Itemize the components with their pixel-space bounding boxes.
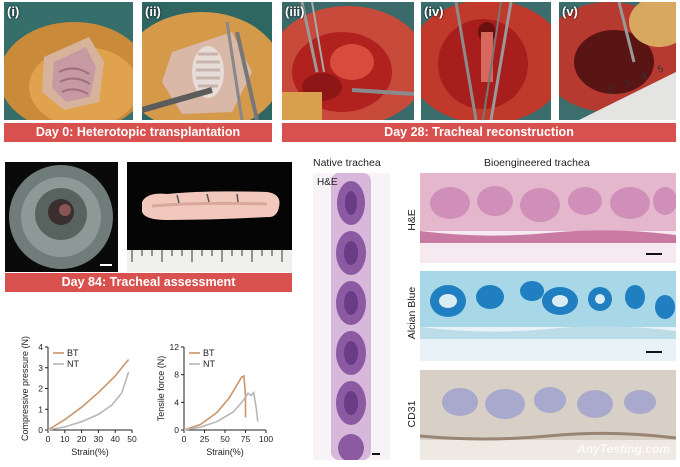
- photo-panel-iii: (iii): [282, 2, 414, 120]
- y-tick-label: 0: [174, 425, 179, 435]
- native-trachea-histology: H&E: [313, 173, 390, 460]
- x-tick-label: 0: [46, 434, 51, 444]
- bioengineered-trachea-title: Bioengineered trachea: [484, 157, 590, 169]
- surgery-image-iii: [282, 2, 414, 120]
- x-axis-label: Strain(%): [206, 447, 244, 457]
- watermark: AnyTesting.com: [577, 442, 670, 456]
- photo-panel-ii: (ii): [142, 2, 272, 120]
- endoscopy-view: [5, 162, 118, 272]
- banner-day84: Day 84: Tracheal assessment: [5, 273, 292, 292]
- bio-cd31-slide: [420, 370, 676, 460]
- panel-label-v: (v): [562, 4, 578, 19]
- y-tick-label: 4: [38, 342, 43, 352]
- y-axis-label: Tensile force (N): [156, 356, 166, 422]
- series-line-bt: [183, 374, 247, 431]
- specimen-photo: [127, 162, 292, 272]
- y-tick-label: 8: [174, 370, 179, 380]
- banner-day28: Day 28: Tracheal reconstruction: [282, 123, 676, 142]
- bio-alcian-slide: [420, 271, 676, 361]
- legend-label-bt: BT: [203, 348, 215, 358]
- native-trachea-slide: [313, 173, 390, 460]
- x-tick-label: 30: [94, 434, 104, 444]
- series-line-bt: [47, 358, 130, 431]
- stain-label-he: H&E: [406, 209, 418, 231]
- stain-label-cd31: CD31: [406, 400, 418, 428]
- stain-label-alcian-blue: Alcian Blue: [406, 286, 418, 340]
- bio-he-slide: [420, 173, 676, 263]
- x-tick-label: 25: [200, 434, 210, 444]
- x-tick-label: 40: [110, 434, 120, 444]
- panel-label-ii: (ii): [145, 4, 161, 19]
- native-trachea-title: Native trachea: [313, 157, 381, 169]
- ruler-number: 4: [639, 70, 649, 83]
- panel-label-iv: (iv): [424, 4, 444, 19]
- y-tick-label: 4: [174, 397, 179, 407]
- surgery-image-iv: [421, 2, 551, 120]
- y-tick-label: 12: [170, 342, 180, 352]
- legend-label-nt: NT: [203, 359, 215, 369]
- legend-label-nt: NT: [67, 359, 79, 369]
- surgery-image-ii: [142, 2, 272, 120]
- bio-he-histology: [420, 173, 676, 263]
- panel-label-i: (i): [7, 4, 20, 19]
- ruler-number: 3: [622, 77, 633, 90]
- bio-cd31-histology: AnyTesting.com: [420, 370, 676, 460]
- x-tick-label: 100: [259, 434, 273, 444]
- y-tick-label: 2: [38, 384, 43, 394]
- y-tick-label: 3: [38, 363, 43, 373]
- ruler-number: 2: [606, 84, 616, 97]
- panel-label-iii: (iii): [285, 4, 305, 19]
- native-stain-label: H&E: [317, 177, 338, 188]
- series-line-nt: [47, 371, 130, 431]
- bio-alcian-blue-histology: [420, 271, 676, 361]
- banner-day0: Day 0: Heterotopic transplantation: [4, 123, 272, 142]
- surgery-image-i: [4, 2, 133, 120]
- x-tick-label: 20: [77, 434, 87, 444]
- photo-panel-i: (i): [4, 2, 133, 120]
- y-tick-label: 1: [38, 404, 43, 414]
- x-tick-label: 75: [241, 434, 251, 444]
- photo-panel-v: 2 3 4 5 (v): [559, 2, 676, 120]
- ruler-number: 5: [656, 63, 666, 76]
- x-axis-label: Strain(%): [71, 447, 109, 457]
- photo-panel-iv: (iv): [421, 2, 551, 120]
- endoscopy-image: [5, 162, 118, 272]
- legend-label-bt: BT: [67, 348, 79, 358]
- x-tick-label: 50: [127, 434, 137, 444]
- y-tick-label: 0: [38, 425, 43, 435]
- trachea-specimen: [127, 162, 292, 272]
- x-tick-label: 50: [220, 434, 230, 444]
- surgery-image-v: [559, 2, 676, 120]
- series-line-nt: [183, 390, 259, 431]
- x-tick-label: 10: [60, 434, 70, 444]
- x-tick-label: 0: [182, 434, 187, 444]
- y-axis-label: Compressive pressure (N): [20, 336, 30, 441]
